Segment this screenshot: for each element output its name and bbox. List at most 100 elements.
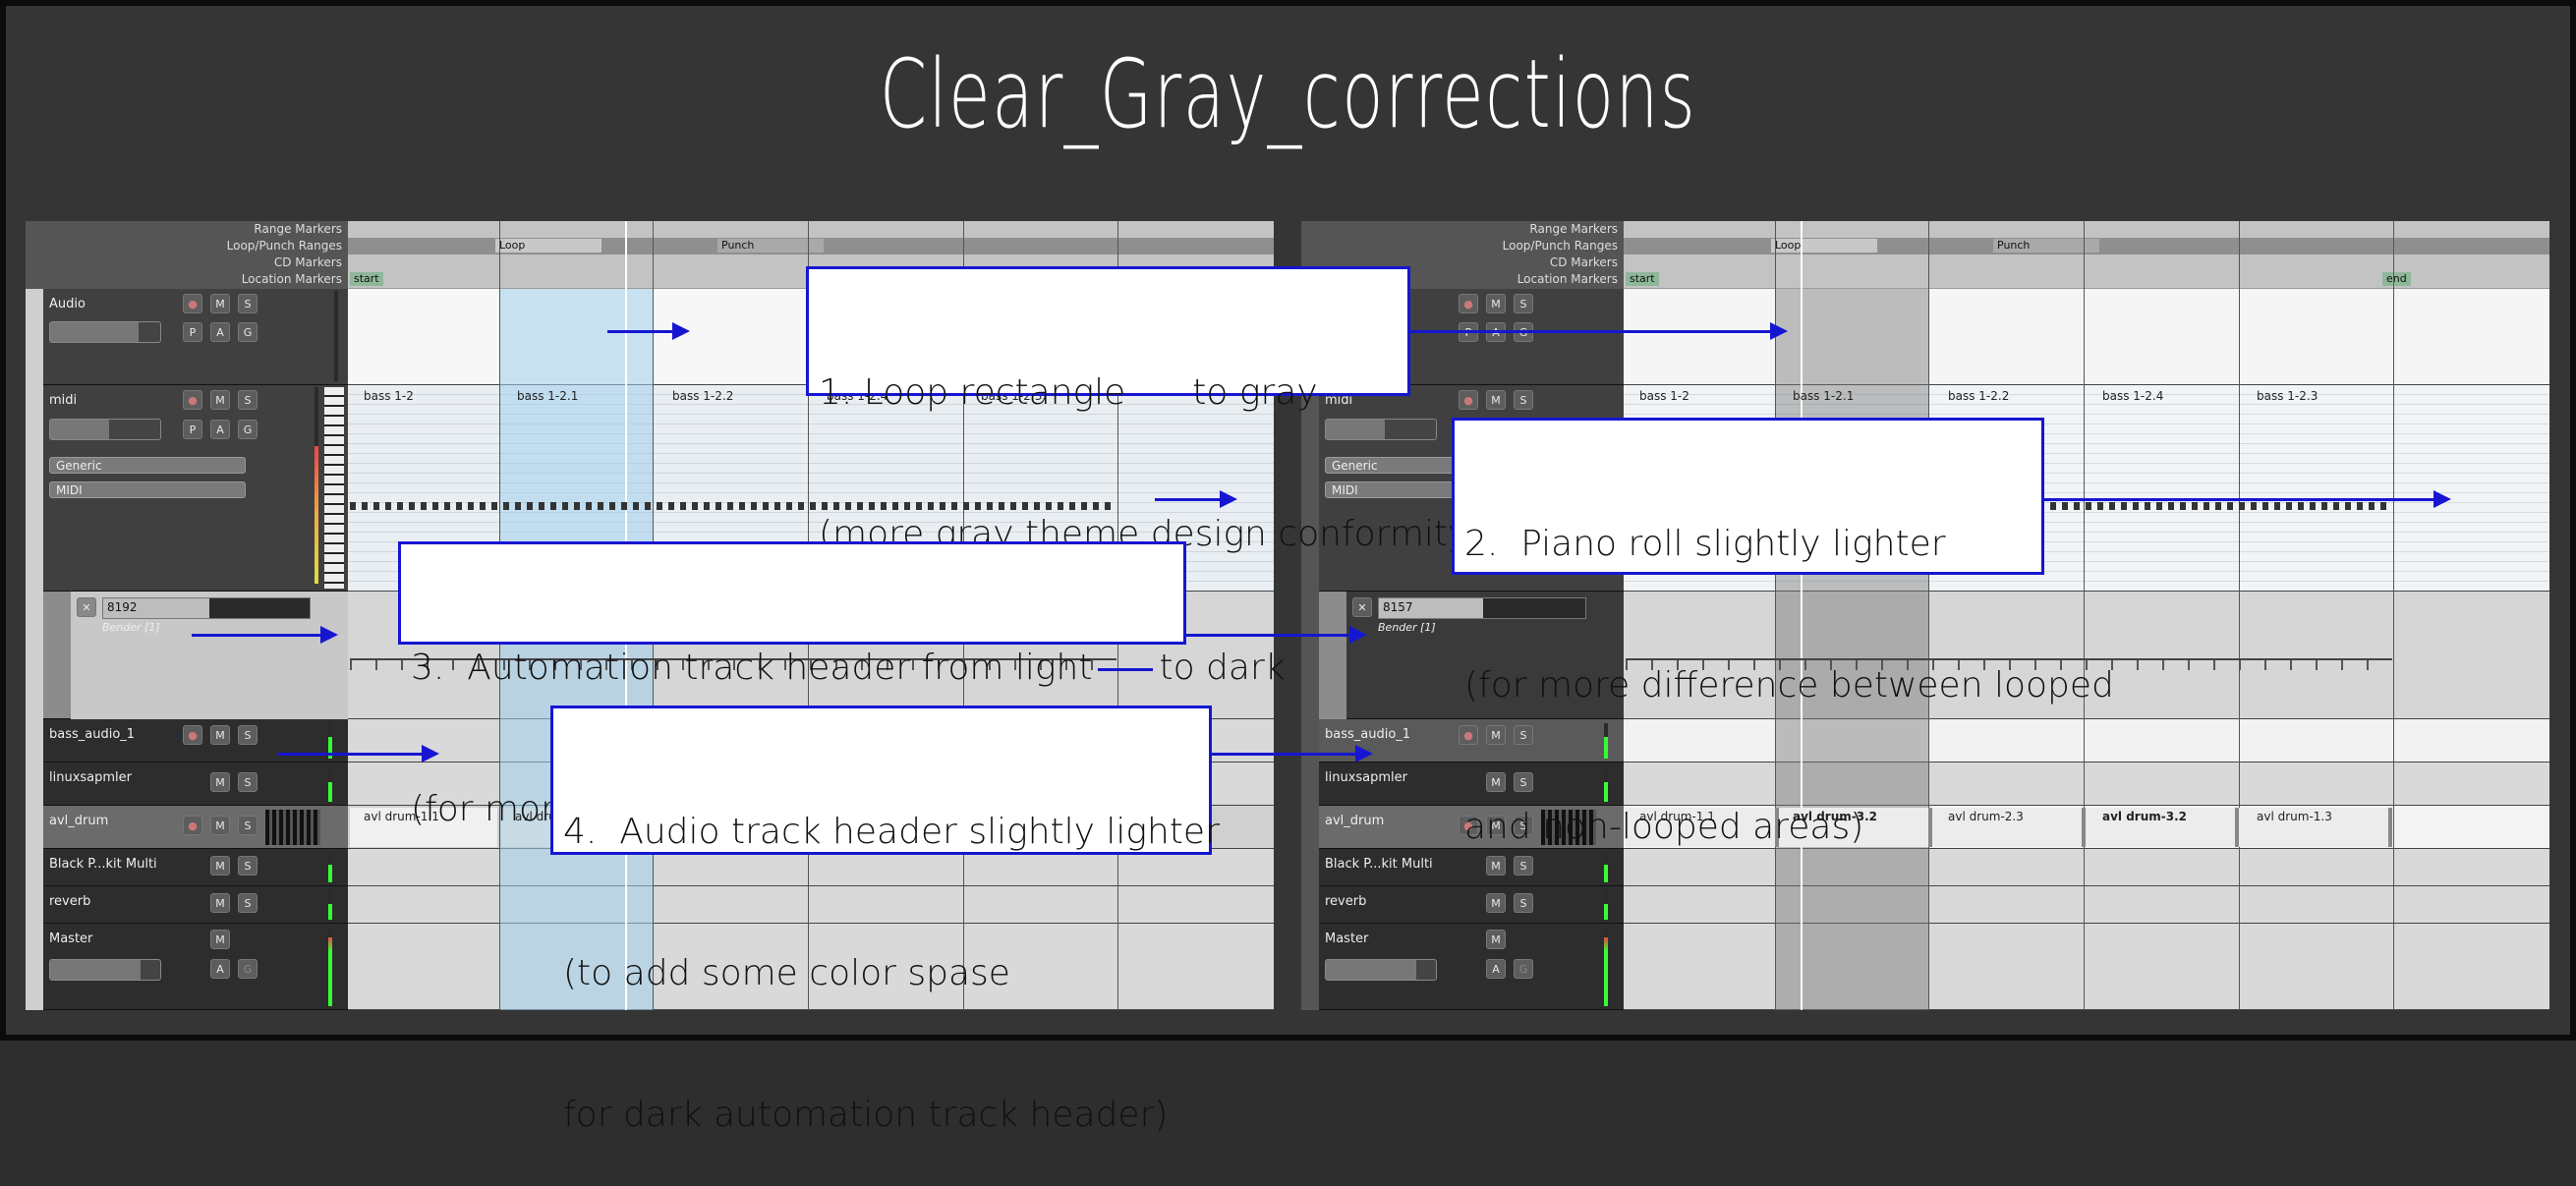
record-button[interactable]: ● [183, 294, 202, 313]
drum-region[interactable]: avl drum-1.1 avl drum-3.2 avl drum-2.3 a… [1626, 808, 2392, 847]
mute-button[interactable]: M [210, 930, 230, 949]
solo-button[interactable]: S [238, 893, 258, 913]
gain-fader[interactable] [1325, 419, 1437, 440]
track-header-black[interactable]: Black P...kit Multi M S [1319, 849, 1624, 886]
instrument-select[interactable]: Generic [49, 457, 246, 474]
solo-button[interactable]: S [1514, 772, 1533, 792]
start-marker[interactable]: start [1626, 272, 1659, 286]
mute-button[interactable]: M [1486, 390, 1506, 410]
midi-region[interactable]: bass 1-2.2 [1948, 389, 2010, 403]
mute-button[interactable]: M [1486, 856, 1506, 875]
loop-punch-ruler[interactable]: Loop Punch [348, 238, 1274, 255]
solo-button[interactable]: S [1514, 856, 1533, 875]
mute-button[interactable]: M [1486, 893, 1506, 913]
playhead[interactable] [1801, 221, 1803, 1010]
mute-button[interactable]: M [210, 772, 230, 792]
automation-header[interactable]: ✕ 8192 Bender [1] [43, 592, 348, 719]
group-button[interactable]: G [238, 959, 258, 979]
solo-button[interactable]: S [238, 725, 258, 745]
record-button[interactable]: ● [1459, 294, 1478, 313]
mute-button[interactable]: M [1486, 816, 1506, 835]
location-markers-ruler[interactable]: start end [1624, 271, 2549, 289]
track-header-linuxsampler[interactable]: linuxsapmler M S [1319, 762, 1624, 806]
midi-region[interactable]: bass 1-2.2 [672, 389, 734, 403]
record-button[interactable]: ● [183, 725, 202, 745]
solo-button[interactable]: S [238, 390, 258, 410]
record-button[interactable]: ● [1459, 816, 1478, 835]
track-header-reverb[interactable]: reverb M S [1319, 886, 1624, 924]
mute-button[interactable]: M [210, 390, 230, 410]
hide-automation-button[interactable]: ✕ [1352, 597, 1372, 617]
reverb-lane[interactable] [1624, 886, 2549, 924]
track-header-avl-drum[interactable]: avl_drum ● M S [43, 806, 348, 849]
record-button[interactable]: ● [1459, 725, 1478, 745]
start-marker[interactable]: start [350, 272, 383, 286]
cd-markers-ruler[interactable] [1624, 254, 2549, 272]
range-markers-ruler[interactable] [348, 221, 1274, 239]
automation-button[interactable]: A [210, 959, 230, 979]
midi-region[interactable]: bass 1-2.1 [517, 389, 579, 403]
master-fader[interactable] [1325, 959, 1437, 981]
mute-button[interactable]: M [1486, 930, 1506, 949]
drum-region[interactable]: avl drum-1.1 [350, 808, 497, 847]
automation-button[interactable]: A [210, 322, 230, 342]
automation-button[interactable]: A [210, 420, 230, 439]
track-header-reverb[interactable]: reverb M S [43, 886, 348, 924]
group-button[interactable]: G [1514, 959, 1533, 979]
solo-button[interactable]: S [238, 856, 258, 875]
hide-automation-button[interactable]: ✕ [77, 597, 96, 617]
black-lane[interactable] [1624, 849, 2549, 886]
mute-button[interactable]: M [210, 816, 230, 835]
automation-lane[interactable] [1624, 592, 2549, 719]
playlist-button[interactable]: P [183, 420, 202, 439]
loop-marker[interactable]: Loop [495, 239, 601, 253]
mute-button[interactable]: M [210, 294, 230, 313]
bass-audio-lane[interactable] [1624, 719, 2549, 762]
range-markers-ruler[interactable] [1624, 221, 2549, 239]
midi-region[interactable]: bass 1-2.4 [2102, 389, 2164, 403]
track-header-midi[interactable]: midi ● M S P A G Generic MIDI [43, 385, 348, 592]
loop-marker[interactable]: Loop [1771, 239, 1877, 253]
gain-fader[interactable] [49, 419, 161, 440]
playlist-button[interactable]: P [183, 322, 202, 342]
linuxsampler-lane[interactable] [1624, 762, 2549, 806]
master-lane[interactable] [1624, 924, 2549, 1010]
loop-punch-ruler[interactable]: Loop Punch [1624, 238, 2549, 255]
track-header-audio[interactable]: Audio ● M S P A G [43, 289, 348, 385]
solo-button[interactable]: S [238, 294, 258, 313]
track-header-master[interactable]: Master M A G [1319, 924, 1624, 1010]
piano-keyboard[interactable] [324, 387, 344, 589]
group-button[interactable]: G [238, 322, 258, 342]
midi-region[interactable]: bass 1-2.1 [1793, 389, 1855, 403]
automation-header[interactable]: ✕ 8157 Bender [1] [1319, 592, 1624, 719]
solo-button[interactable]: S [238, 772, 258, 792]
mute-button[interactable]: M [1486, 772, 1506, 792]
mute-button[interactable]: M [1486, 725, 1506, 745]
end-marker[interactable]: end [2382, 272, 2411, 286]
mute-button[interactable]: M [210, 856, 230, 875]
solo-button[interactable]: S [1514, 294, 1533, 313]
record-button[interactable]: ● [183, 390, 202, 410]
automation-value-bar[interactable]: 8192 [102, 597, 311, 619]
record-button[interactable]: ● [183, 816, 202, 835]
track-header-linuxsampler[interactable]: linuxsapmler M S [43, 762, 348, 806]
midi-region[interactable]: bass 1-2.3 [2257, 389, 2318, 403]
mute-button[interactable]: M [210, 725, 230, 745]
midi-region[interactable]: bass 1-2 [364, 389, 414, 403]
automation-value-bar[interactable]: 8157 [1378, 597, 1586, 619]
group-button[interactable]: G [238, 420, 258, 439]
solo-button[interactable]: S [1514, 725, 1533, 745]
solo-button[interactable]: S [1514, 816, 1533, 835]
punch-marker[interactable]: Punch [1993, 239, 2099, 253]
mute-button[interactable]: M [1486, 294, 1506, 313]
track-header-bass-audio[interactable]: bass_audio_1 ● M S [43, 719, 348, 762]
audio-lane[interactable] [1624, 289, 2549, 385]
record-button[interactable]: ● [1459, 390, 1478, 410]
track-header-avl-drum[interactable]: avl_drum ● M S [1319, 806, 1624, 849]
mute-button[interactable]: M [210, 893, 230, 913]
punch-marker[interactable]: Punch [717, 239, 824, 253]
solo-button[interactable]: S [1514, 893, 1533, 913]
master-fader[interactable] [49, 959, 161, 981]
gain-fader[interactable] [49, 321, 161, 343]
solo-button[interactable]: S [238, 816, 258, 835]
